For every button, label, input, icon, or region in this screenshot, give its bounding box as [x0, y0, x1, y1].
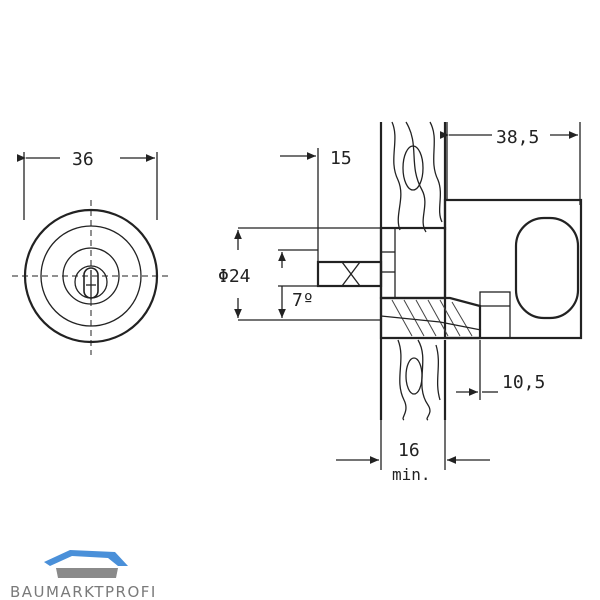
dim-16-label: 16	[398, 440, 420, 461]
logo-text: BAUMARKTPROFI	[10, 583, 157, 600]
brand-logo: BAUMARKTPROFI	[10, 550, 157, 600]
screw-section	[379, 291, 511, 340]
logo-roof-icon	[44, 550, 128, 566]
wood-door-panel	[379, 121, 447, 421]
dim-diameter-label: Φ24	[218, 266, 251, 287]
knob-icon	[514, 216, 580, 320]
dim-10-5-label: 10,5	[502, 372, 545, 393]
cylinder-outer-ring	[23, 208, 159, 344]
lock-housing	[443, 198, 583, 340]
dim-38-5-label: 38,5	[496, 127, 539, 148]
cam-shaft	[316, 260, 383, 288]
dim-15-label: 15	[330, 148, 352, 169]
front-width-label: 36	[72, 149, 94, 170]
side-view: 15 38,5	[218, 121, 583, 484]
dim-7-label: 7º	[292, 290, 314, 311]
keyway-icon	[83, 267, 99, 300]
logo-car-icon	[56, 568, 118, 578]
front-view: 36	[12, 149, 170, 355]
cylinder-body	[379, 226, 447, 300]
dim-min-label: min.	[392, 465, 431, 484]
